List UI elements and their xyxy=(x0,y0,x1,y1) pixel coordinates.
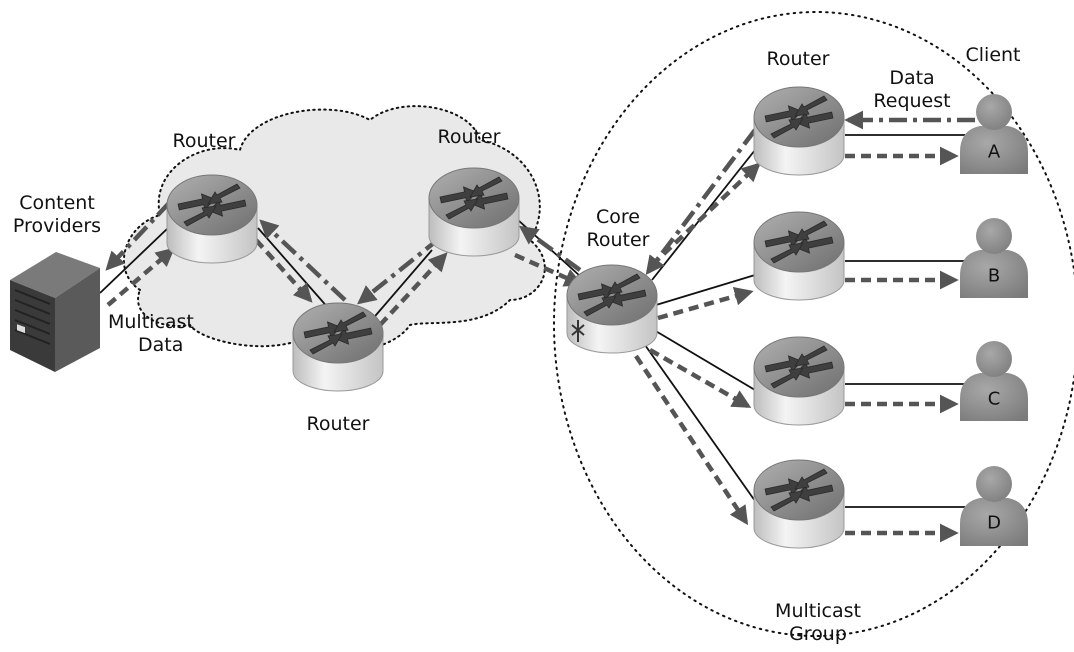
router-bottom-icon xyxy=(292,302,384,392)
client-c-letter: C xyxy=(987,388,1001,410)
client-d-icon xyxy=(960,466,1028,546)
multicast-data-label: Multicast Data xyxy=(108,311,194,356)
router-a-icon xyxy=(753,86,845,176)
connection-lines xyxy=(99,134,965,509)
content-providers-label: Content Providers xyxy=(12,192,102,237)
router-left-label: Router xyxy=(172,130,236,152)
router-d-icon xyxy=(753,459,845,549)
router-middle-icon xyxy=(428,167,520,257)
router-b-icon xyxy=(753,211,845,301)
network-cloud xyxy=(122,105,546,353)
multicast-group-label: Multicast Group xyxy=(775,600,861,645)
router-bottom-label: Router xyxy=(306,413,370,435)
request-arrows xyxy=(105,110,975,305)
data-arrows xyxy=(106,146,959,543)
client-d-letter: D xyxy=(987,512,1001,534)
data-request-label: Data Request xyxy=(873,67,951,112)
router-top-right-label: Router xyxy=(766,48,830,70)
router-c-icon xyxy=(753,336,845,426)
client-b-letter: B xyxy=(987,265,1001,287)
core-router-icon xyxy=(566,264,658,354)
router-left-icon xyxy=(166,174,258,264)
server-icon xyxy=(10,252,100,372)
multicast-group-boundary xyxy=(553,11,1074,637)
client-label: Client xyxy=(965,44,1021,66)
client-a-letter: A xyxy=(987,141,1001,163)
router-middle-label: Router xyxy=(437,126,501,148)
core-router-label: Core Router xyxy=(586,206,650,251)
